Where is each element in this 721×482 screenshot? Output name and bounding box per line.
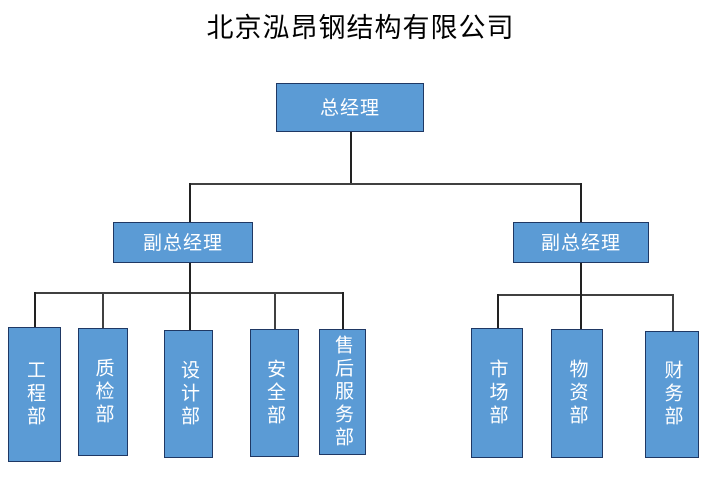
org-node-label: 副总经理 <box>540 231 621 254</box>
org-node-deputy-gm-right[interactable]: 副总经理 <box>513 222 649 263</box>
org-node-label: 物资部 <box>566 359 589 428</box>
connector-right-drop-3 <box>672 294 674 332</box>
org-node-marketing-dept[interactable]: 市场部 <box>471 328 523 458</box>
org-node-label: 质检部 <box>92 357 115 427</box>
org-node-label: 副总经理 <box>142 231 223 254</box>
org-node-label: 工程部 <box>24 360 46 429</box>
connector-level1-drop-right <box>580 183 582 222</box>
connector-right-drop-2 <box>580 294 582 330</box>
connector-left-drop-2 <box>102 292 104 329</box>
connector-level1-bus <box>189 183 581 185</box>
connector-right-dept-bus <box>497 294 673 296</box>
connector-left-drop-4 <box>274 292 276 330</box>
org-node-deputy-gm-left[interactable]: 副总经理 <box>113 222 253 263</box>
connector-right-drop-1 <box>497 294 499 329</box>
org-node-safety-dept[interactable]: 安全部 <box>250 329 299 457</box>
org-node-after-sales-service-dept[interactable]: 售后服务部 <box>319 329 366 455</box>
org-node-general-manager[interactable]: 总经理 <box>276 83 424 132</box>
page-title: 北京泓昂钢结构有限公司 <box>206 13 515 44</box>
connector-left-drop-5 <box>342 292 344 330</box>
org-node-label: 安全部 <box>264 358 286 428</box>
org-node-finance-dept[interactable]: 财务部 <box>645 331 699 458</box>
connector-left-dept-bus <box>34 292 342 294</box>
connector-left-vp-stem <box>189 262 191 293</box>
connector-left-drop-3 <box>189 292 191 331</box>
org-node-engineering-dept[interactable]: 工程部 <box>8 327 61 462</box>
org-node-label: 市场部 <box>486 358 509 428</box>
connector-right-vp-stem <box>580 262 582 295</box>
org-node-label: 设计部 <box>178 359 200 429</box>
org-node-label: 总经理 <box>319 96 380 119</box>
org-node-materials-dept[interactable]: 物资部 <box>551 329 603 458</box>
org-node-design-dept[interactable]: 设计部 <box>164 330 213 458</box>
connector-left-drop-1 <box>34 292 36 328</box>
org-node-label: 售后服务部 <box>332 334 354 450</box>
org-node-quality-inspection-dept[interactable]: 质检部 <box>78 328 128 456</box>
connector-root-stem <box>350 132 352 184</box>
connector-level1-drop-left <box>189 183 191 222</box>
org-node-label: 财务部 <box>661 360 684 429</box>
